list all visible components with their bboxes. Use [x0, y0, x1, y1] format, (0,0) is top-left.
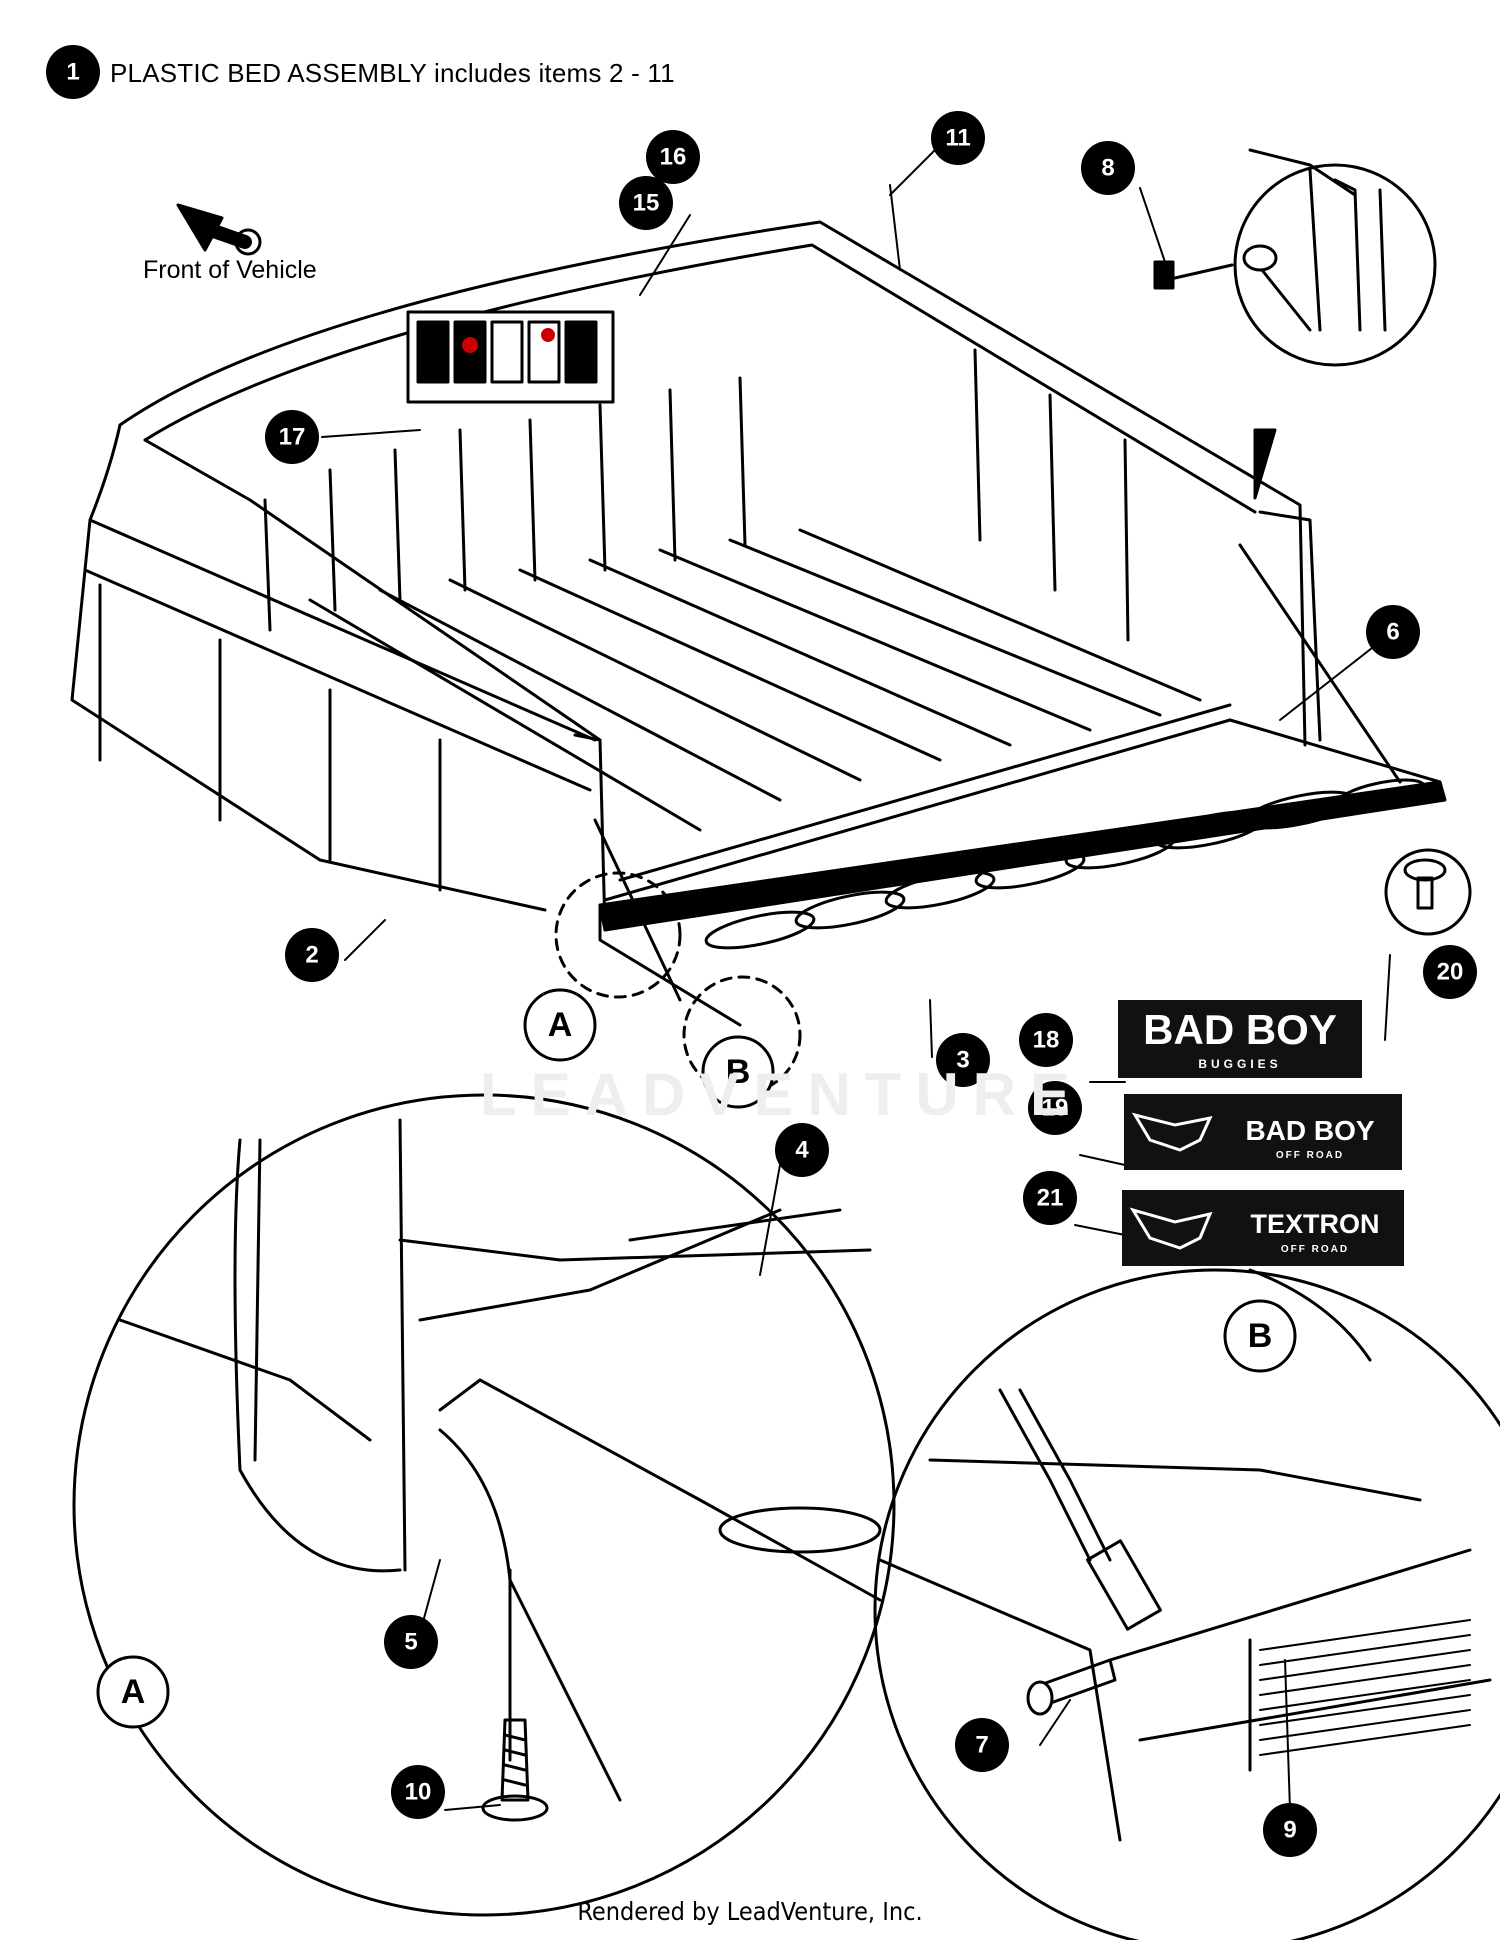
emblem-badboy-buggies-title: BAD BOY: [1143, 1006, 1337, 1053]
callout-11-label: 11: [945, 125, 970, 152]
detail-inset-latch: [1153, 148, 1437, 500]
detail-b-view-label: B: [1248, 1317, 1273, 1355]
callout-5-label: 5: [404, 1629, 417, 1656]
wings-logo-icon: [1131, 1112, 1213, 1152]
callout-9-label: 9: [1283, 1817, 1296, 1844]
callout-17-marker: [265, 410, 319, 464]
callout-6-marker: [1366, 605, 1420, 659]
callout-3-marker: [936, 1033, 990, 1087]
callout-15-label: 15: [633, 190, 660, 217]
callout-9-marker: [1263, 1803, 1317, 1857]
callout-2-marker: [285, 928, 339, 982]
emblem-textron-offroad: TEXTRON OFF ROAD: [1122, 1190, 1404, 1266]
callout-2-label: 2: [305, 942, 318, 969]
detail-a-view: [72, 1093, 896, 1917]
detail-a-marker: [523, 988, 597, 1062]
emblem-badboy-buggies: BAD BOY BUGGIES: [1118, 1000, 1362, 1078]
emblem-badboy-offroad-title: BAD BOY: [1245, 1115, 1374, 1146]
detail-b-label: B: [726, 1053, 751, 1091]
detail-b-marker: [701, 1035, 775, 1109]
front-of-vehicle-arrow-icon: [176, 203, 262, 256]
callout-1-marker: [46, 45, 100, 99]
detail-a-view-label: A: [121, 1673, 146, 1711]
emblem-badboy-offroad: BAD BOY OFF ROAD: [1124, 1094, 1402, 1170]
bolt-10-icon: [481, 1718, 549, 1822]
bolt-7-icon: [1026, 1658, 1117, 1716]
detail-a-view-marker: [96, 1655, 170, 1729]
wings-logo-icon: [1129, 1207, 1213, 1250]
detail-b-view-marker: [1223, 1299, 1297, 1373]
assembly-title: PLASTIC BED ASSEMBLY includes items 2 - …: [110, 58, 675, 88]
front-of-vehicle-label: Front of Vehicle: [143, 256, 317, 284]
callout-10-label: 10: [405, 1779, 432, 1806]
callout-19-marker: [1028, 1081, 1082, 1135]
detail-circle-a-marker: [554, 871, 682, 999]
warning-label-decal: [406, 310, 615, 404]
callout-11-marker: [931, 111, 985, 165]
callout-3-label: 3: [956, 1047, 969, 1074]
cargo-bed-drawing: [70, 220, 1447, 1027]
callout-20-label: 20: [1437, 959, 1464, 986]
footer-credit: Rendered by LeadVenture, Inc.: [577, 1897, 923, 1926]
callout-7-label: 7: [975, 1732, 988, 1759]
callout-21-label: 21: [1037, 1185, 1064, 1212]
callout-8-marker: [1081, 141, 1135, 195]
emblem-textron-offroad-title: TEXTRON: [1250, 1209, 1379, 1239]
detail-b-view: [873, 1268, 1500, 1940]
callout-1-label: 1: [66, 59, 79, 86]
callout-16-marker: [646, 130, 700, 184]
emblem-badboy-offroad-subtitle: OFF ROAD: [1276, 1150, 1344, 1161]
callout-18-marker: [1019, 1013, 1073, 1067]
callout-4-marker: [775, 1123, 829, 1177]
emblem-badboy-buggies-subtitle: BUGGIES: [1198, 1057, 1281, 1071]
callout-10-marker: [391, 1765, 445, 1819]
fastener-20-icon: [1384, 848, 1472, 936]
callout-6-label: 6: [1386, 619, 1399, 646]
callout-15-marker: [619, 176, 673, 230]
callout-19-label: 19: [1042, 1095, 1069, 1122]
callout-21-marker: [1023, 1171, 1077, 1225]
watermark: LEADVENTURE: [480, 1061, 1085, 1128]
callout-17-label: 17: [279, 424, 306, 451]
callout-7-marker: [955, 1718, 1009, 1772]
emblem-textron-offroad-subtitle: OFF ROAD: [1281, 1244, 1349, 1255]
callout-16-label: 16: [660, 144, 687, 171]
callout-20-marker: [1423, 945, 1477, 999]
callout-8-label: 8: [1101, 155, 1114, 182]
callout-4-label: 4: [795, 1137, 809, 1164]
callout-18-label: 18: [1033, 1027, 1060, 1054]
callout-5-marker: [384, 1615, 438, 1669]
detail-a-label: A: [548, 1006, 573, 1044]
